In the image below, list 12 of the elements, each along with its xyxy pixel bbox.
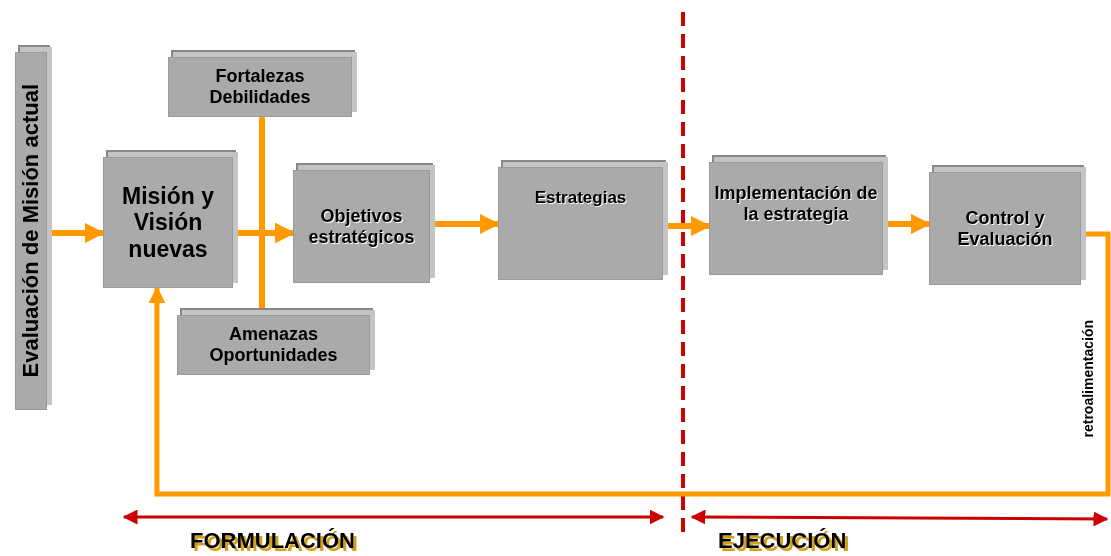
edge-label: retroalimentación [1080, 320, 1096, 438]
node-label: Estrategias [534, 188, 627, 208]
arrow [148, 231, 1111, 497]
phase-label: EJECUCIÓN [718, 528, 847, 554]
node-label: Objetivos estratégicos [307, 205, 416, 248]
phase-label: FORMULACIÓN [190, 528, 355, 554]
node-label: Misión y Visión nuevas [121, 182, 215, 263]
node-label: Fortalezas Debilidades [208, 66, 312, 108]
node-label: Evaluación de Misión actual [18, 84, 44, 378]
node-label: Control y Evaluación [956, 207, 1054, 250]
node-label: Amenazas Oportunidades [208, 324, 339, 366]
node-label: Implementación de la estrategia [714, 183, 878, 225]
